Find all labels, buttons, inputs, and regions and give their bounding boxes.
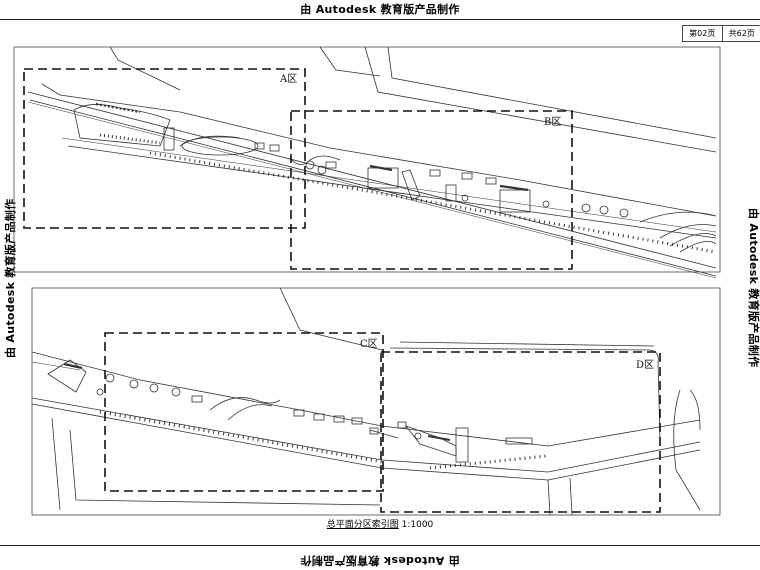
zone-a-label: A区: [279, 73, 297, 85]
zone-b-label: B区: [544, 116, 561, 128]
zone-b-boundary: [290, 110, 573, 270]
zone-d-label: D区: [636, 359, 654, 371]
page-index-box: 第02页 共62页: [682, 25, 760, 42]
top-plan-panel: [13, 46, 721, 279]
bottom-plan-panel: [31, 287, 721, 516]
watermark-top: 由 Autodesk 教育版产品制作: [300, 3, 460, 16]
caption-title: 总平面分区索引图: [326, 520, 399, 530]
zone-c-label: C区: [360, 338, 378, 350]
page-index-divider: [721, 26, 723, 41]
drawing-caption: 总平面分区索引图 1:1000: [0, 517, 760, 530]
zone-c-boundary: [104, 332, 384, 492]
bottom-rule: [0, 545, 760, 546]
caption-scale: 1:1000: [401, 520, 434, 530]
zone-d-boundary: [380, 351, 661, 513]
top-rule: [0, 19, 760, 20]
page-current: 第02页: [689, 29, 716, 38]
zone-a-boundary: [23, 68, 306, 229]
page-total: 共62页: [728, 29, 755, 38]
